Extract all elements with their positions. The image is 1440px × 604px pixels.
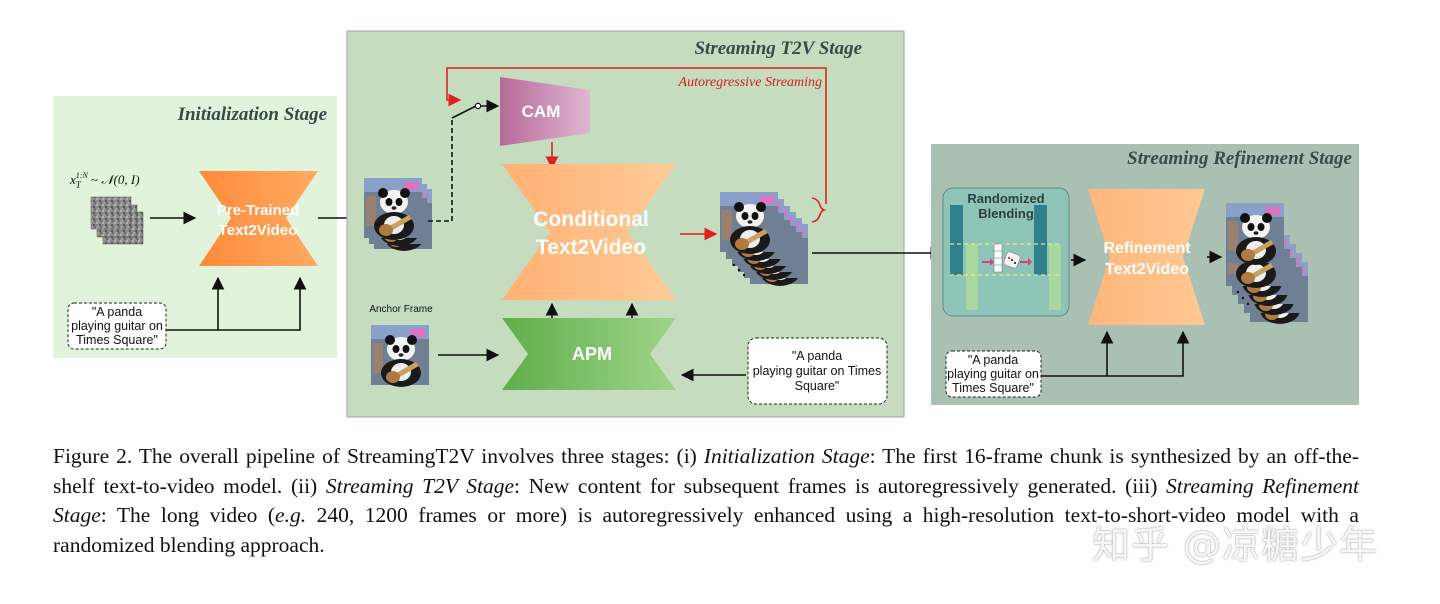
figure-caption: Figure 2. The overall pipeline of Stream… [53, 442, 1359, 560]
caption-part-1: Figure 2. The overall pipeline of Stream… [53, 444, 704, 468]
prompt-init-line3: Times Square" [76, 333, 158, 347]
initial-chunk-frames [364, 178, 432, 251]
caption-part-3: : New content for subsequent frames is a… [514, 473, 1167, 498]
apm-label: APM [572, 344, 612, 364]
randomized-blending-label-line1: Randomized [967, 191, 1044, 206]
refined-ellipsis-dots [1236, 290, 1250, 306]
prompt-apm-line2: playing guitar on Times [753, 364, 882, 378]
dice-icon [1003, 251, 1021, 269]
caption-italic-2: Streaming T2V Stage [325, 473, 515, 498]
caption-part-5: 240, 1200 frames or more) is autoregress… [53, 503, 1359, 557]
caption-part-4: : The long video ( [100, 503, 276, 527]
anchor-frame-label: Anchor Frame [369, 304, 433, 315]
randomized-blending-block: Randomized Blending [942, 187, 1070, 317]
streaming-stage-title: Streaming T2V Stage [694, 38, 862, 59]
prompt-box-init [67, 302, 167, 350]
refinement-label-line2: Text2Video [1105, 261, 1189, 278]
conditional-text2video-block [502, 164, 676, 300]
caption-italic-1: Initialization Stage [703, 444, 870, 468]
refinement-stage-title: Streaming Refinement Stage [1127, 148, 1352, 169]
prompt-init-line1: "A panda [92, 305, 142, 319]
autoregressive-streaming-label: Autoregressive Streaming [678, 75, 822, 90]
cam-block [500, 77, 590, 146]
prompt-refine-line2: playing guitar on [947, 367, 1039, 381]
anchor-frame-image [371, 325, 429, 387]
switch-icon [451, 99, 500, 119]
refinement-label-line1: Refinement [1103, 240, 1191, 257]
prompt-refine-line3: Times Square" [952, 381, 1034, 395]
refinement-text2video-block [1088, 189, 1205, 325]
caption-italic-4: e.g. [275, 503, 307, 527]
pipeline-diagram: Initialization Stage xT1:N~ 𝒩(0, I) Pre-… [53, 30, 1359, 418]
ellipsis-dots [732, 263, 746, 277]
pretrained-label-line2: Text2Video [219, 222, 298, 239]
randomized-blending-label-line2: Blending [978, 206, 1034, 221]
initialization-stage-title: Initialization Stage [177, 104, 328, 125]
chunk-brace [811, 197, 827, 223]
noise-frames-stack [90, 196, 144, 245]
pretrained-label-line1: Pre-Trained [217, 202, 300, 219]
pretrained-text2video-block [199, 171, 318, 266]
prompt-init-line2: playing guitar on [71, 319, 163, 333]
caption-part-2: : The first 16-frame chunk is synthesize… [53, 444, 1359, 498]
caption-italic-3: Streaming Refinement Stage [53, 473, 1359, 528]
prompt-refine-line1: "A panda [968, 353, 1018, 367]
apm-block [502, 318, 676, 390]
cam-label: CAM [522, 102, 561, 121]
watermark: 知乎 @凉糖少年 [1092, 523, 1379, 567]
prompt-apm-line3: Square" [795, 379, 840, 393]
prompt-box-refinement [945, 350, 1042, 398]
prompt-apm-line1: "A panda [792, 349, 842, 363]
prompt-box-apm [747, 337, 888, 405]
conditional-label-line1: Conditional [533, 208, 648, 231]
conditional-label-line2: Text2Video [536, 236, 646, 259]
